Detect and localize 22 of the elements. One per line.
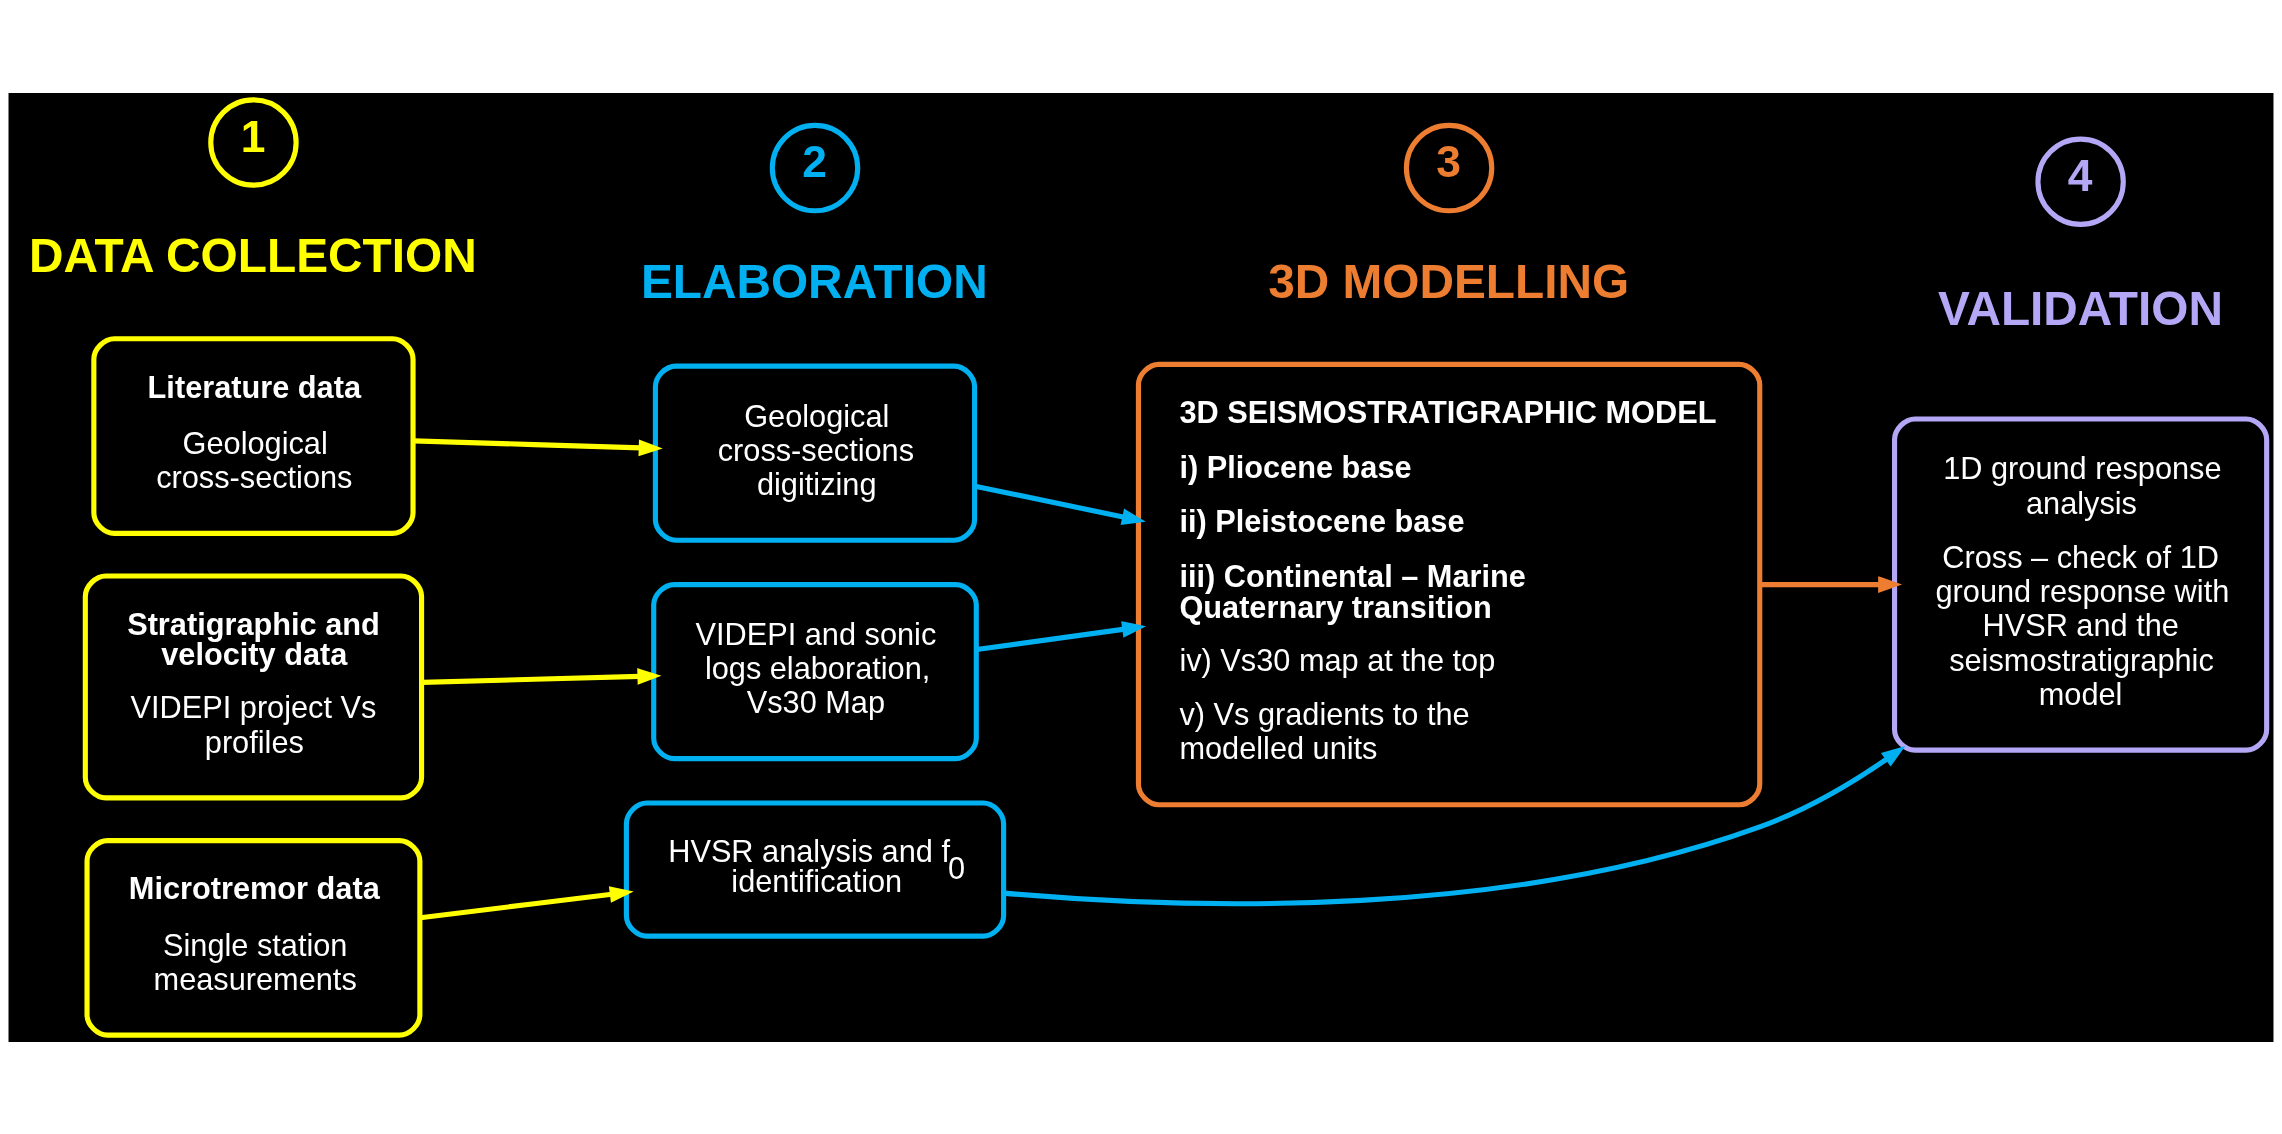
node-label: ELABORATION <box>640 254 988 308</box>
node-box: Geological cross-sections digitizing <box>652 363 978 543</box>
arrow <box>1759 575 1903 593</box>
node-circle: 3 <box>1403 122 1495 213</box>
node-circle: 2 <box>769 122 861 213</box>
node-box: 3D SEISMOSTRATIGRAPHIC MODEL i) Pliocene base ii) Pleistocene base iii) Continental – Marine Quaternary transition iv) Vs30 map at the top v) Vs gradients to the modelled units <box>1135 361 1763 807</box>
node-label: VALIDATION <box>1938 281 2223 335</box>
arrow <box>1003 745 1906 906</box>
arrow <box>974 483 1146 525</box>
node-box: 1D ground response analysis Cross – check of 1D ground response with HVSR and the seismostratigraphic model <box>1892 415 2270 753</box>
node-circle: 4 <box>2035 136 2126 227</box>
node-box: Literature data Geological cross-sections <box>91 335 416 536</box>
node-label: DATA COLLECTION <box>29 228 477 282</box>
arrow <box>413 437 663 456</box>
node-label: 3D MODELLING <box>1268 254 1630 308</box>
node-box: Stratigraphic and velocity data VIDEPI project Vs profiles <box>82 572 425 800</box>
arrow <box>976 620 1146 652</box>
node-circle: 1 <box>208 96 299 188</box>
arrow <box>420 885 634 920</box>
node-box: Microtremor data Single station measurements <box>84 837 423 1038</box>
arrow <box>421 667 662 685</box>
node-box: VIDEPI and sonic logs elaboration, Vs30 Map <box>651 581 979 761</box>
